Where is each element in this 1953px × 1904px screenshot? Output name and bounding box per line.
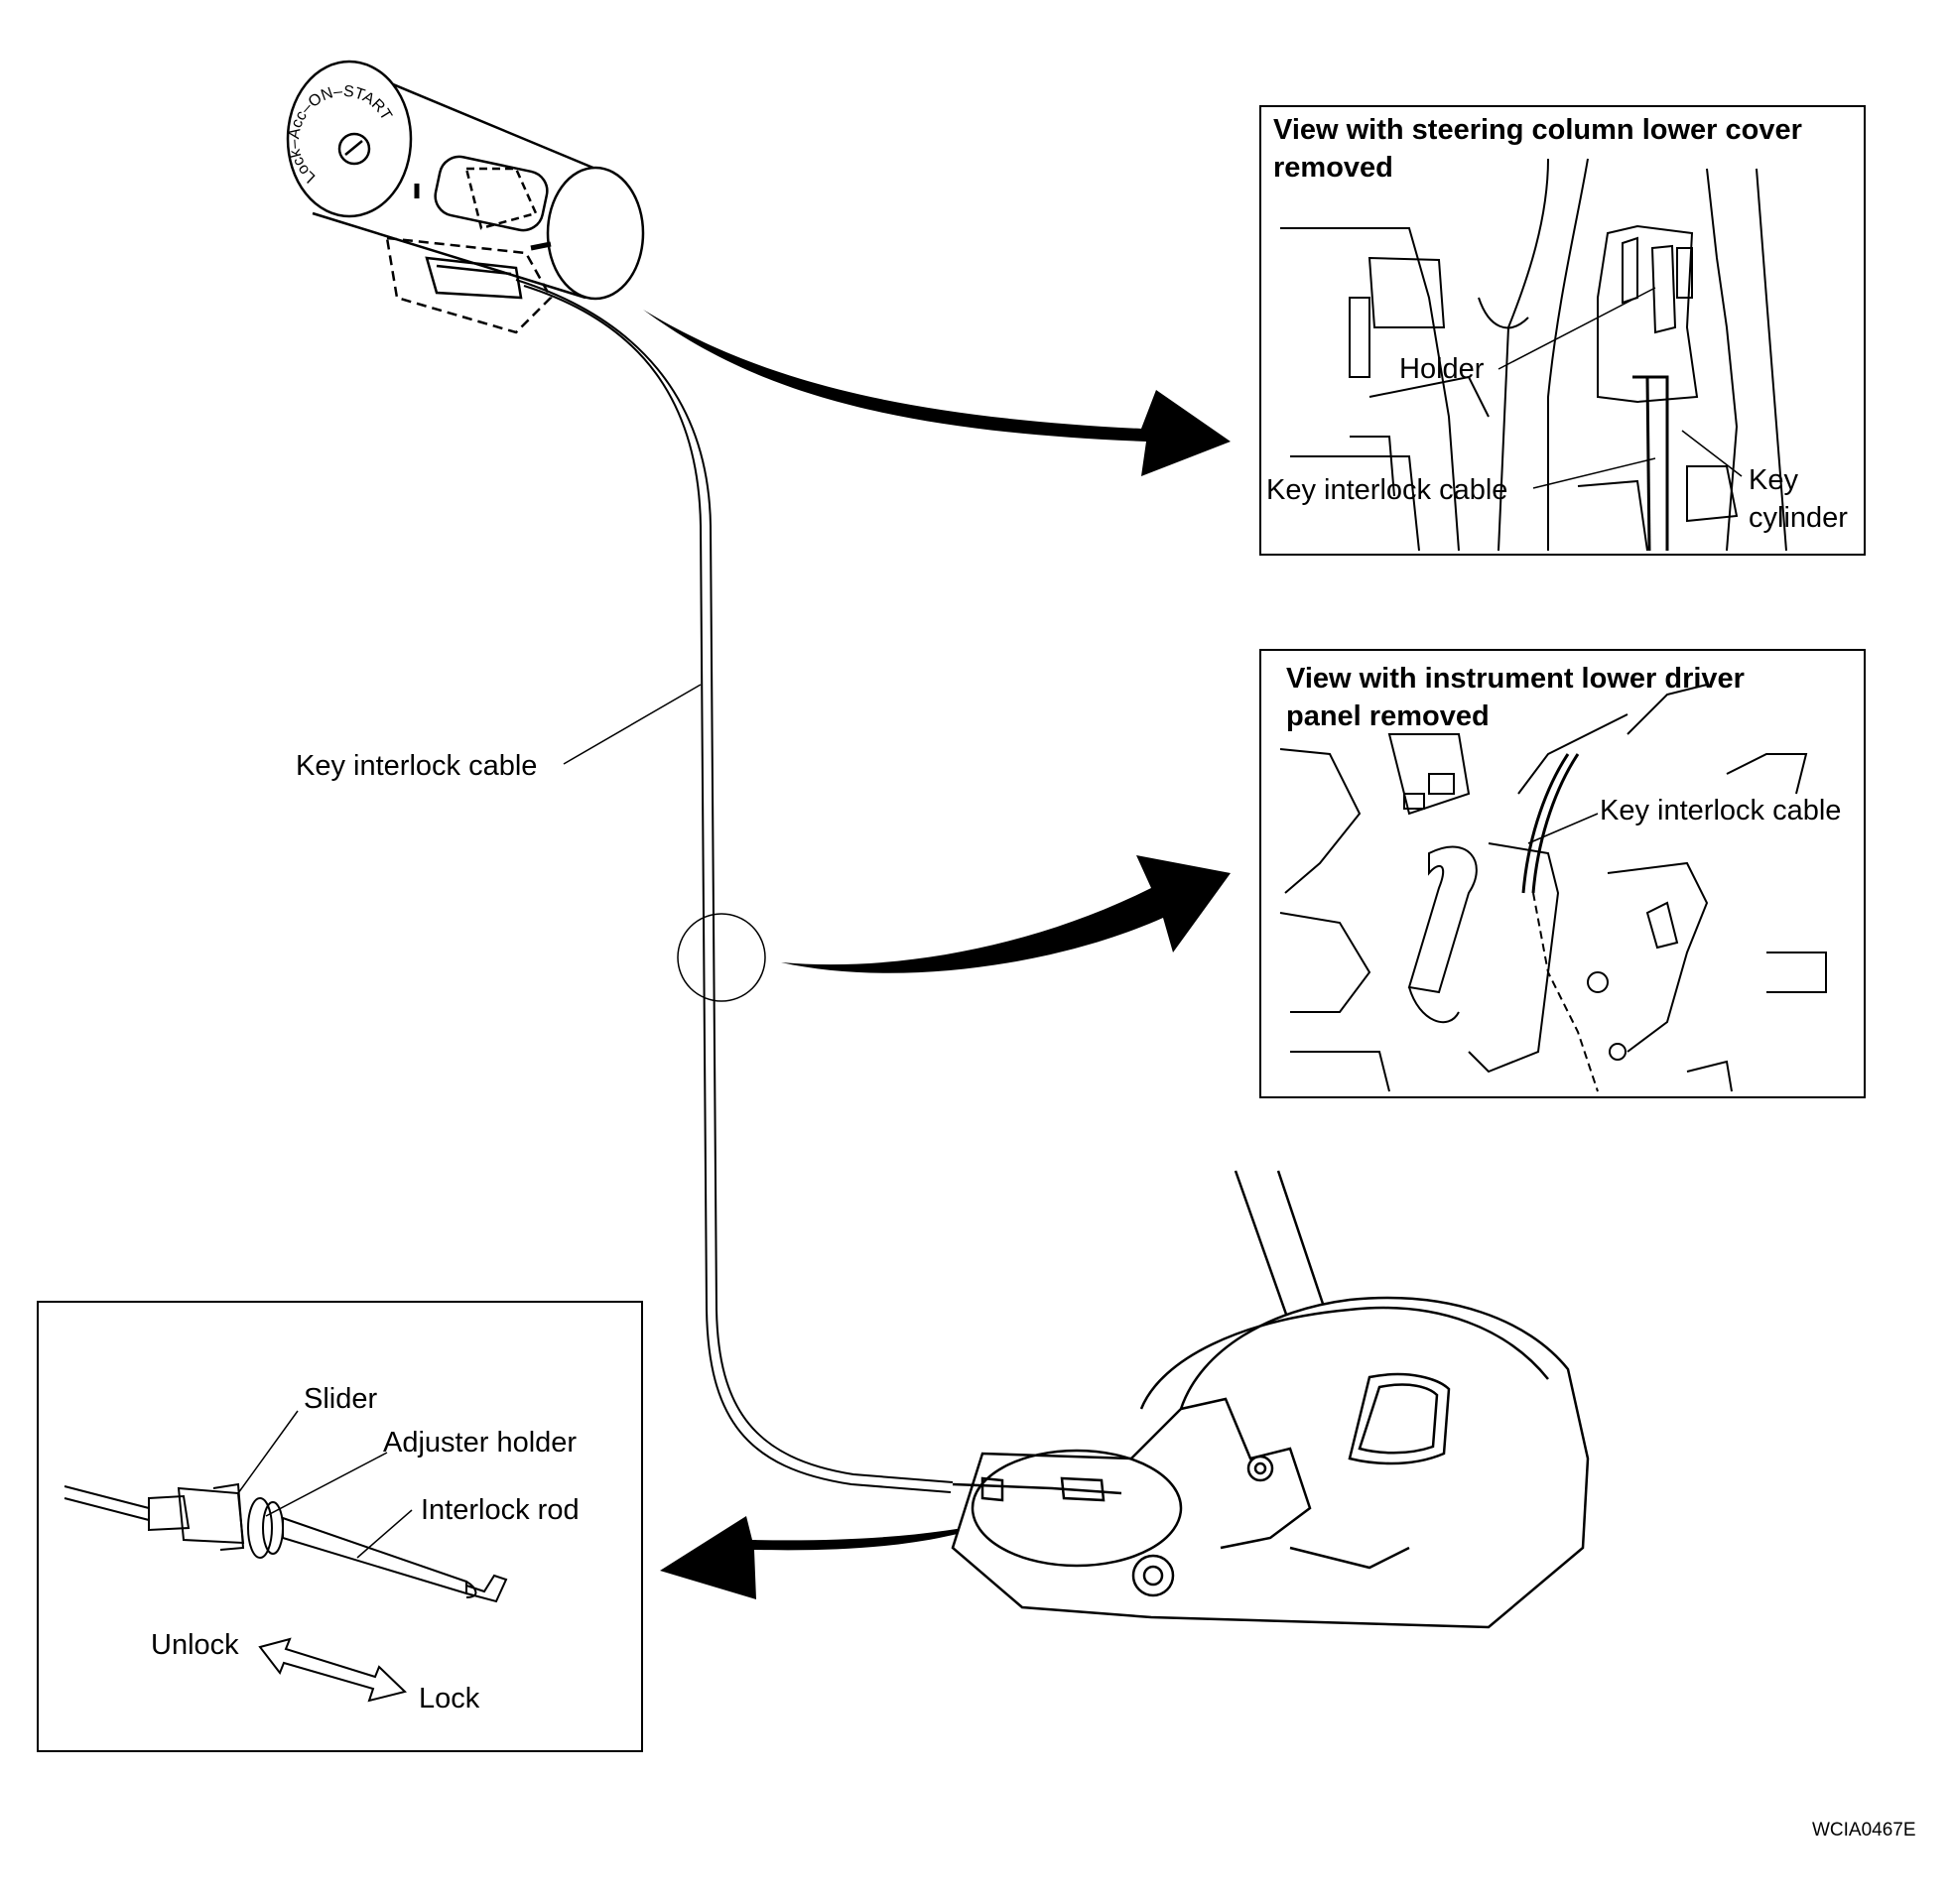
holder-label: Holder bbox=[1399, 353, 1485, 385]
inset-bottom-frame bbox=[37, 1301, 643, 1752]
cable-label-leader bbox=[563, 684, 702, 765]
main-key-interlock-cable-label: Key interlock cable bbox=[296, 750, 538, 782]
arrow-to-bottom-inset bbox=[660, 1516, 1004, 1599]
cable-highlight-circle bbox=[677, 913, 766, 1002]
unlock-label: Unlock bbox=[151, 1629, 239, 1661]
arrow-to-middle-inset bbox=[781, 855, 1231, 973]
key-cylinder-label-line1: Key bbox=[1749, 464, 1798, 496]
unlock-lock-arrow bbox=[258, 1637, 407, 1703]
inset-top-leaders bbox=[1497, 287, 1743, 489]
inset-bottom-leaders bbox=[237, 1410, 413, 1559]
steering-column-illustration bbox=[1280, 158, 1787, 552]
inset-top-title-line1: View with steering column lower cover bbox=[1273, 114, 1802, 146]
main-cable bbox=[515, 279, 954, 1493]
key-cylinder-illustration bbox=[286, 60, 645, 334]
inset-top-key-interlock-cable-label: Key interlock cable bbox=[1266, 474, 1508, 506]
interlock-rod-illustration bbox=[64, 1482, 508, 1603]
inset-middle-leader bbox=[1527, 813, 1599, 844]
shift-lever-assembly-illustration bbox=[951, 1170, 1590, 1629]
key-cylinder-label-line2: cylinder bbox=[1749, 502, 1848, 534]
inset-middle-title-line1: View with instrument lower driver bbox=[1286, 663, 1745, 695]
slider-label: Slider bbox=[304, 1383, 378, 1415]
figure-code: WCIA0467E bbox=[1812, 1820, 1916, 1841]
inset-top-frame bbox=[1259, 105, 1866, 556]
arrow-to-top-inset bbox=[643, 310, 1231, 476]
interlock-rod-label: Interlock rod bbox=[421, 1494, 580, 1526]
inset-middle-key-interlock-cable-label: Key interlock cable bbox=[1600, 795, 1842, 826]
inset-middle-title-line2: panel removed bbox=[1286, 700, 1490, 732]
lock-label: Lock bbox=[419, 1683, 480, 1714]
driver-panel-illustration bbox=[1279, 684, 1827, 1092]
adjuster-holder-label: Adjuster holder bbox=[383, 1427, 578, 1459]
inset-middle-frame bbox=[1259, 649, 1866, 1098]
inset-top-title-line2: removed bbox=[1273, 152, 1393, 184]
inset-top-title: View with steering column lower cover re… bbox=[1273, 111, 1802, 187]
inset-middle-title: View with instrument lower driver panel … bbox=[1286, 660, 1745, 735]
